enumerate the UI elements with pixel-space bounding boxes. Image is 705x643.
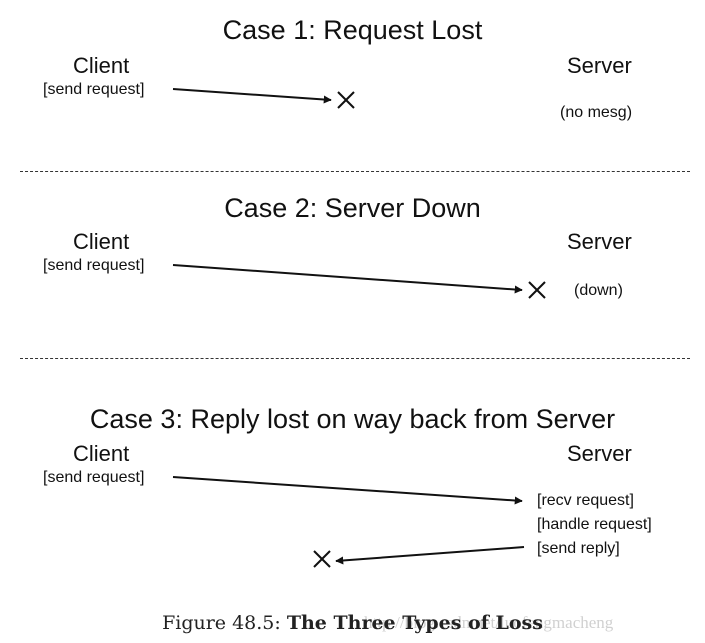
case-2-client-label: Client: [73, 229, 130, 254]
case-2-server-label: Server: [567, 229, 632, 254]
case-1-request-arrow: [172, 88, 332, 104]
case-1-lost-x-icon: [337, 91, 355, 109]
case-1-server-note: (no mesg): [560, 104, 633, 121]
case-1-title: Case 1: Request Lost: [222, 15, 483, 45]
case-3-request-arrow: [172, 476, 523, 505]
divider-2: [20, 358, 690, 359]
case-2-lost-x-icon: [528, 281, 546, 299]
case-2-client-action: [send request]: [43, 257, 145, 274]
case-3-server-action-recv: [recv request]: [537, 492, 634, 509]
case-2-title: Case 2: Server Down: [224, 193, 481, 223]
case-3-lost-x-icon: [313, 550, 331, 568]
case-1-client-action: [send request]: [43, 81, 145, 98]
case-2-server-note: (down): [574, 282, 623, 299]
figure-caption: Figure 48.5: The Three Types of Loss: [0, 610, 705, 636]
case-3-reply-arrow: [335, 546, 525, 565]
case-3-client-label: Client: [73, 441, 130, 466]
case-1-server-label: Server: [567, 53, 632, 78]
case-3-client-action: [send request]: [43, 469, 145, 486]
case-3-server-action-handle: [handle request]: [537, 516, 652, 533]
case-3-title: Case 3: Reply lost on way back from Serv…: [89, 404, 616, 434]
watermark: http://blog.csdn.net/luofengmacheng: [364, 613, 614, 632]
case-3-server-label: Server: [567, 441, 632, 466]
case-2-request-arrow: [172, 264, 523, 294]
case-3-server-action-reply: [send reply]: [537, 540, 620, 557]
case-1-client-label: Client: [73, 53, 130, 78]
figure-caption-title: The Three Types of Loss: [286, 612, 543, 634]
figure-caption-prefix: Figure 48.5:: [162, 612, 281, 634]
divider-1: [20, 171, 690, 172]
